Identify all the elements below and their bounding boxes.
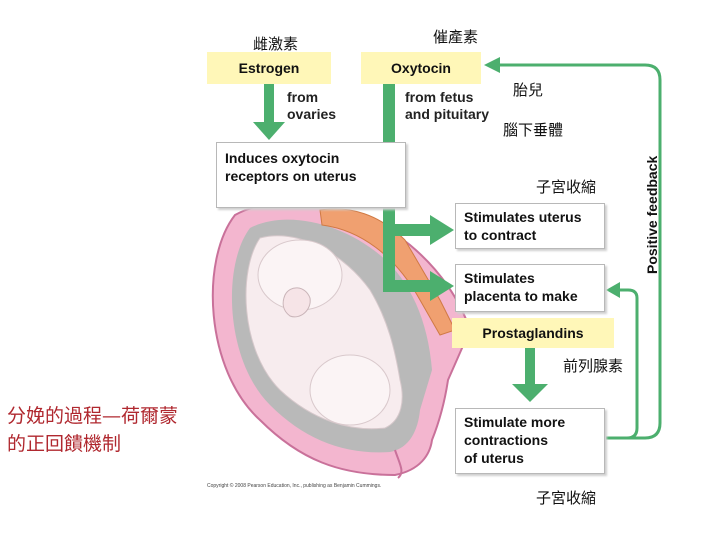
oxytocin-label: Oxytocin (361, 52, 481, 84)
more-contractions-box: Stimulate more contractions of uterus (455, 408, 605, 474)
more-contractions-line3: of uterus (464, 450, 524, 466)
uterus-contract-cn-label-2: 子宮收縮 (536, 489, 597, 507)
estrogen-label: Estrogen (207, 52, 331, 84)
pituitary-cn-label: 腦下垂體 (503, 121, 564, 139)
prostaglandin-arrow-shaft (525, 348, 535, 386)
receptors-box-line1: Induces oxytocin (225, 150, 340, 166)
more-contractions-line1: Stimulate more (464, 414, 566, 430)
uterus-contract-box-line2: to contract (464, 227, 537, 243)
positive-feedback-label: Positive feedback (644, 155, 660, 274)
diagram-title-line1: 分娩的過程—荷爾蒙 (7, 405, 179, 427)
oxytocin-cn-label: 催產素 (433, 28, 479, 46)
receptors-box: Induces oxytocin receptors on uterus (216, 142, 406, 208)
estrogen-source-line2: ovaries (287, 106, 337, 122)
prostaglandins-cn-label: 前列腺素 (563, 357, 624, 375)
uterus-contract-box: Stimulates uterus to contract (455, 203, 605, 249)
estrogen-source-line1: from (287, 89, 319, 105)
uterus-contract-box-line1: Stimulates uterus (464, 209, 582, 225)
copyright-text: Copyright © 2008 Pearson Education, Inc.… (207, 483, 382, 489)
more-contractions-line2: contractions (464, 432, 549, 448)
oxytocin-source-line2: and pituitary (405, 106, 490, 122)
diagram-title-line2: 的正回饋機制 (7, 433, 122, 455)
uterus-branch (383, 224, 433, 236)
oxytocin-source: from fetus and pituitary (405, 89, 489, 123)
prostaglandin-arrow-head (512, 384, 548, 402)
feedback-loop (500, 63, 662, 440)
diagram-title-cn: 分娩的過程—荷爾蒙 的正回饋機制 (7, 402, 178, 458)
estrogen-cn-label: 雌激素 (253, 35, 299, 53)
placenta-box: Stimulates placenta to make (455, 264, 605, 312)
placenta-branch (383, 280, 433, 292)
fetus-cn-label: 胎兒 (513, 81, 544, 99)
uterus-arrow-head (430, 215, 454, 245)
prostaglandins-label: Prostaglandins (452, 318, 614, 348)
estrogen-arrow-head (253, 122, 285, 140)
placenta-arrow-head (430, 271, 454, 301)
estrogen-source: from ovaries (287, 89, 336, 123)
estrogen-arrow-shaft (264, 84, 274, 124)
placenta-box-line1: Stimulates (464, 270, 535, 286)
feedback-arrow-head-placenta (606, 282, 620, 298)
placenta-box-line2: placenta to make (464, 288, 578, 304)
feedback-arrow-head-top (484, 57, 500, 73)
uterus-contract-cn-label: 子宮收縮 (536, 178, 597, 196)
oxytocin-source-line1: from fetus (405, 89, 474, 105)
receptors-box-line2: receptors on uterus (225, 168, 357, 184)
uterus-illustration (211, 201, 472, 479)
